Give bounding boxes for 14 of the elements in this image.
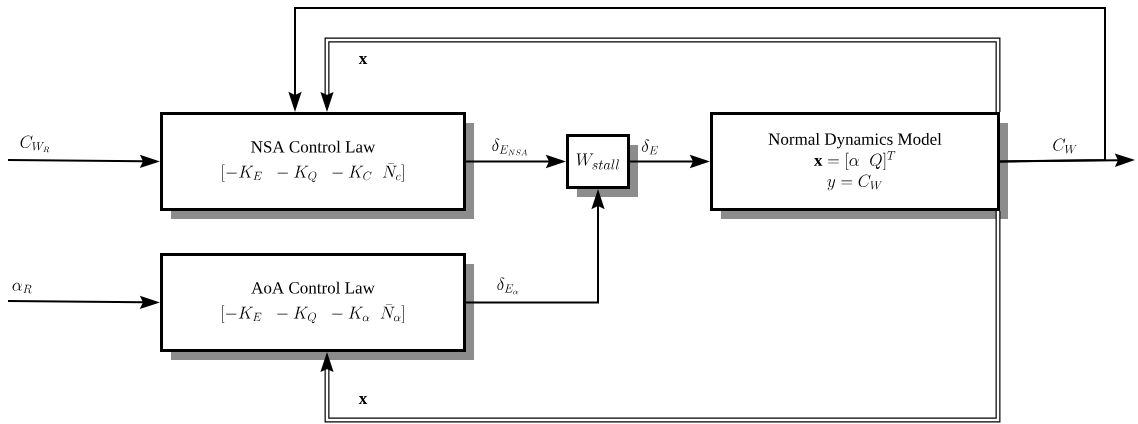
control-law-box: NSA Control Law $[-K_E \;\; -K_Q \;\; -K_C \;\; \bar{N}_c]$: [160, 112, 474, 219]
model-box: Normal Dynamics Model $\mathbf{x} = [\alpha \;\; Q]^T$ $y = C_W$: [710, 112, 1008, 219]
edge-label: $\delta_{E_{NSA}}$: [490, 137, 530, 157]
feedback-line: [320, 37, 1001, 112]
edge-label: $\mathbf{x}$: [357, 55, 369, 65]
control-law-box: AoA Control Law $[-K_E \;\; -K_Q \;\; -K_\alpha \;\; \bar{N}_\alpha]$: [160, 253, 474, 360]
edge-label: $\delta_{E_\alpha}$: [495, 276, 521, 296]
edge-label: $\mathbf{x}$: [357, 395, 369, 405]
saturation-box: $W_{stall}$: [566, 134, 638, 197]
edge-label: $C_{W_R}$: [18, 134, 52, 154]
edge-label: $\delta_E$: [640, 138, 660, 156]
edge-label: $\alpha_R$: [10, 282, 34, 294]
edge-label: $C_W$: [1051, 137, 1079, 155]
feedback-line: [320, 211, 1001, 423]
